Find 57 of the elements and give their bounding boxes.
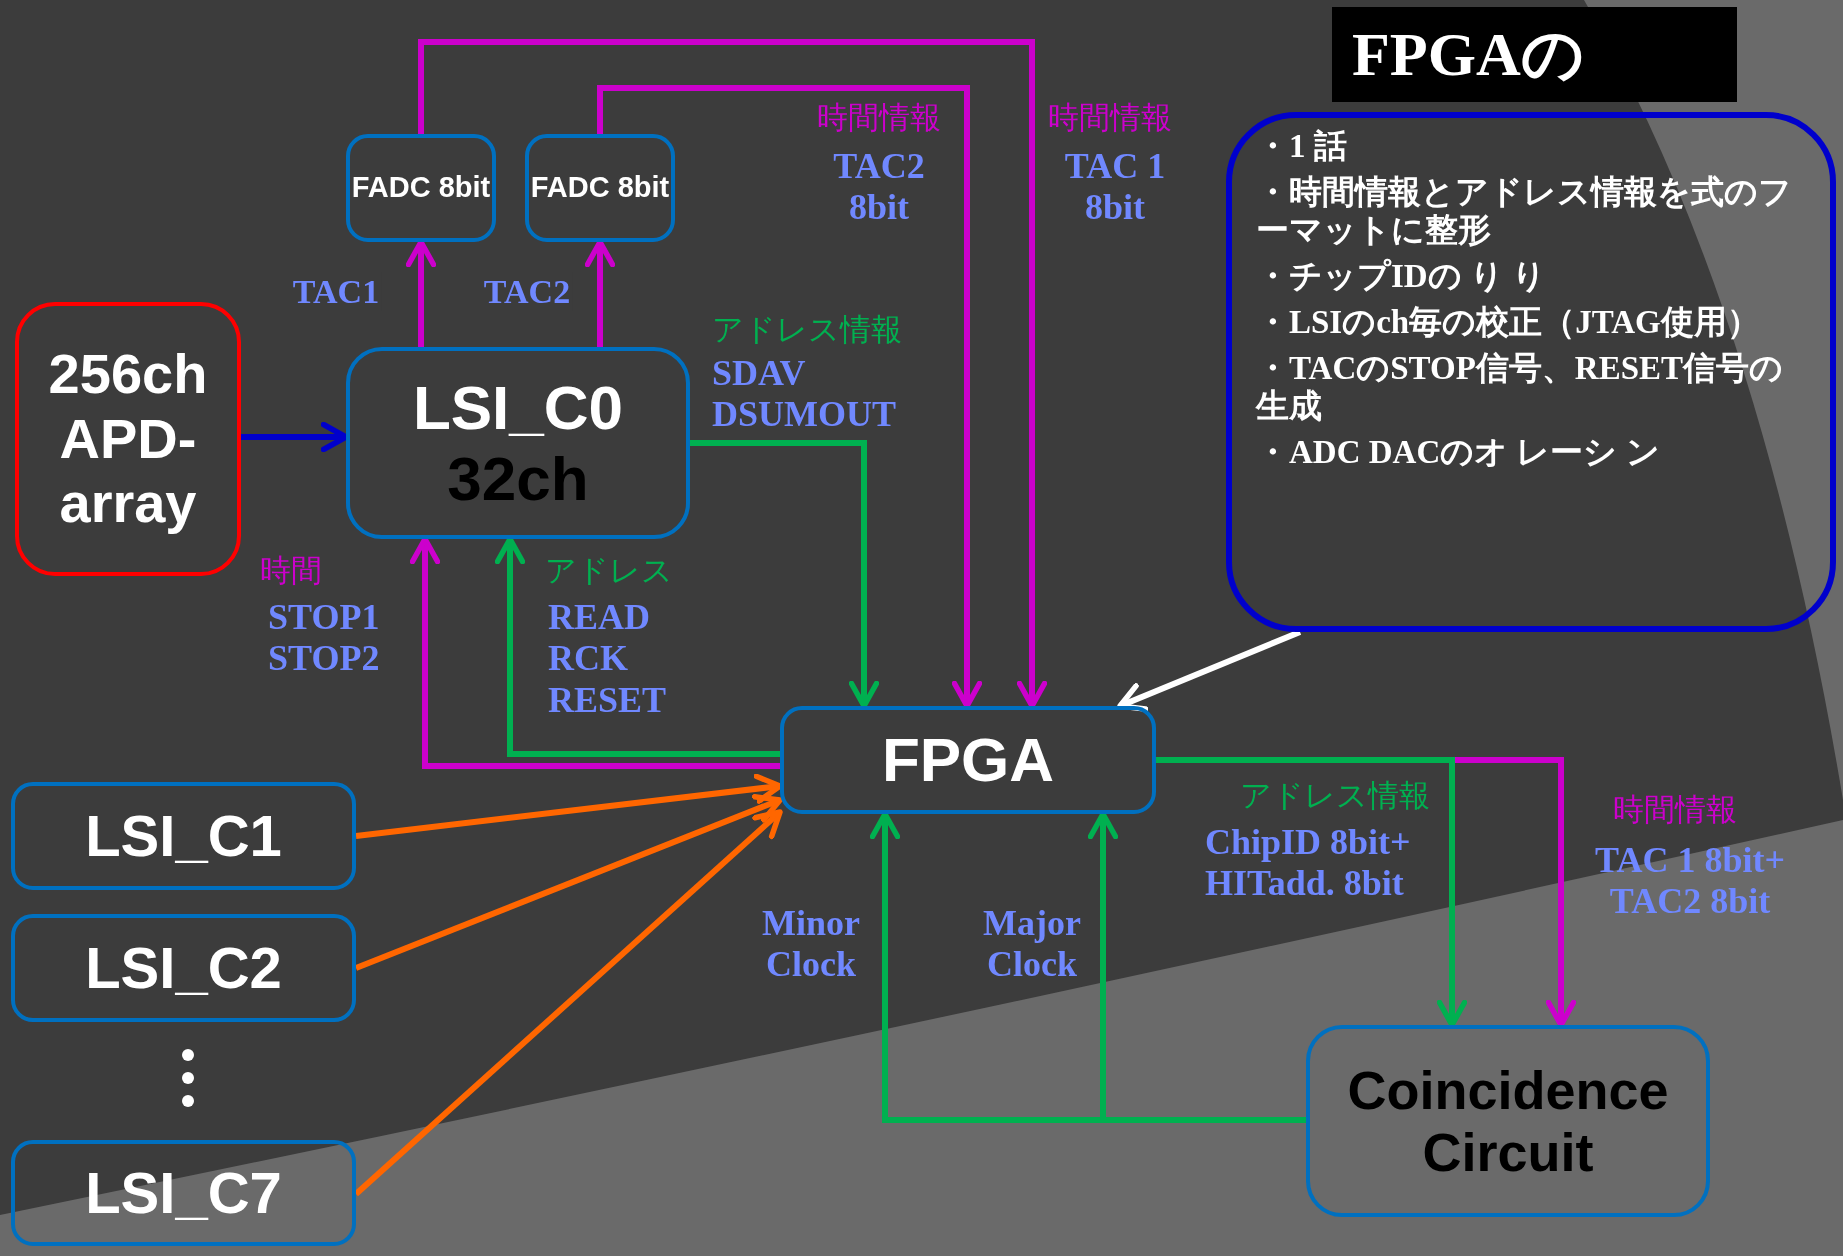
arrow <box>354 809 783 1197</box>
title-banner: FPGAの <box>1332 7 1737 102</box>
circuit-box <box>1306 1025 1710 1217</box>
bullet-item: ・時間情報とアドレス情報を式のフーマットに整形 <box>1256 173 1793 250</box>
info-panel <box>1226 112 1836 632</box>
signal-label: Major Clock <box>982 903 1082 986</box>
adc-box <box>525 134 675 242</box>
signal-label: TAC 1 8bit <box>1063 146 1167 229</box>
signal-label: ChipID 8bit+ HITadd. 8bit <box>1205 822 1412 905</box>
signal-label: 時間情報 <box>1047 100 1173 136</box>
signal-label: アドレス情報 <box>712 312 903 348</box>
signal-label: 時間情報 <box>816 100 942 136</box>
arrow <box>1087 811 1306 1123</box>
arrow <box>405 239 437 347</box>
box-label: 256ch APD-array <box>47 342 209 536</box>
chip-box <box>346 347 690 539</box>
box-label: FPGA <box>881 724 1055 796</box>
signal-label: アドレス情報 <box>1239 778 1430 814</box>
arrow <box>418 39 1048 709</box>
arrow <box>584 239 616 347</box>
signal-label: 時間情報 <box>1612 792 1738 828</box>
box-label: LSI_C0 <box>412 371 624 443</box>
chip-box <box>11 1140 356 1246</box>
array-box <box>15 302 241 576</box>
arrow <box>1156 757 1468 1028</box>
chip-box <box>11 914 356 1022</box>
signal-label: SDAV DSUMOUT <box>712 353 897 436</box>
signal-label: READ RCK RESET <box>548 597 668 722</box>
fpga-box <box>780 706 1156 814</box>
arrow <box>597 85 983 709</box>
box-label: Coincidence Circuit <box>1346 1058 1670 1184</box>
chip-box <box>11 782 356 890</box>
box-label: FADC 8bit <box>530 171 670 205</box>
signal-label: アドレス <box>545 553 674 589</box>
arrow <box>494 536 780 757</box>
arrow <box>1117 629 1302 712</box>
bullet-item: ・ADC DACのオ レーシ ン <box>1256 433 1660 472</box>
signal-label: TAC 1 8bit+ TAC2 8bit <box>1594 840 1786 923</box>
box-label: FADC 8bit <box>351 171 491 205</box>
signal-label: TAC2 8bit <box>832 146 926 229</box>
box-label: 32ch <box>447 443 589 515</box>
arrow <box>241 421 349 453</box>
signal-label: 時間 <box>260 553 323 589</box>
box-label: LSI_C2 <box>85 934 282 1002</box>
signal-label: STOP1 STOP2 <box>268 597 381 680</box>
adc-box <box>346 134 496 242</box>
box-label: LSI_C7 <box>85 1159 282 1227</box>
arrow <box>355 773 783 839</box>
bullet-item: ・チップIDの り り <box>1256 257 1547 296</box>
bullet-item: ・1 話 <box>1256 128 1347 166</box>
arrow <box>354 793 783 971</box>
bullet-item: ・LSIのch毎の校正（JTAG使用） <box>1256 303 1760 342</box>
box-label: LSI_C1 <box>85 802 282 870</box>
bullet-item: ・TACのSTOP信号、RESET信号の生成 <box>1256 349 1785 426</box>
arrow <box>690 440 880 709</box>
signal-label: Minor Clock <box>761 903 861 986</box>
arrow <box>409 536 780 769</box>
